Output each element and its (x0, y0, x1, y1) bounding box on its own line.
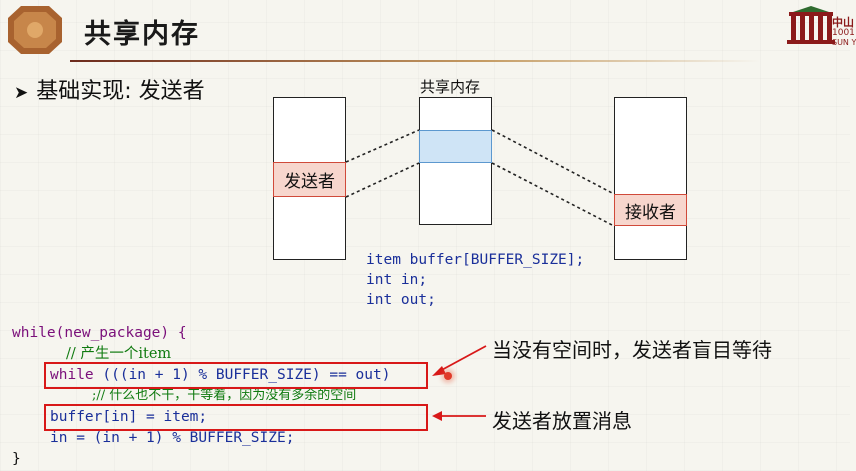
logo-text-name: 中山 (832, 16, 854, 29)
buffer-highlight-box (44, 404, 428, 431)
buffer-declaration: item buffer[BUFFER_SIZE]; int in; int ou… (366, 230, 584, 310)
receiver-memory-box (614, 97, 687, 260)
code-closing-brace: } (12, 451, 21, 467)
code-line-1-text: while(new_package) { (12, 325, 187, 341)
bullet-arrow-icon: ➤ (14, 83, 29, 103)
code-comment-produce: // 产生一个item (66, 346, 172, 362)
university-logo-icon (787, 6, 835, 44)
code-line-5: buffer[in] = item; (50, 407, 207, 427)
code-line-4: ;// 什么也不干，干等着，因为没有多余的空间 (92, 386, 356, 406)
receiver-cell: 接收者 (614, 194, 687, 226)
code-buffer-assign: buffer[in] = item; (50, 409, 208, 425)
sender-cell: 发送者 (273, 162, 346, 197)
decl-line-2: int in; (366, 272, 428, 288)
slide-header: 共享内存 中山 1001 SUN Y (0, 0, 856, 62)
shared-memory-cell (419, 130, 492, 163)
connector-sender-bottom (345, 162, 420, 198)
code-line-2: // 产生一个item (66, 344, 171, 364)
sender-label: 发送者 (284, 172, 335, 192)
annotation-busy-wait: 当没有空间时，发送者盲目等待 (492, 338, 772, 362)
code-comment-wait: ;// 什么也不干，干等着，因为没有多余的空间 (92, 388, 357, 403)
connector-receiver-bottom (491, 162, 615, 227)
octagon-badge-icon (8, 6, 62, 54)
laser-pointer-dot (444, 372, 452, 380)
slide-title: 共享内存 (84, 19, 200, 50)
code-while-condition: (((in + 1) % BUFFER_SIZE) == out) (93, 367, 391, 383)
annotation-place-message: 发送者放置消息 (492, 409, 632, 433)
arrow-place-message-head (432, 411, 442, 421)
decl-line-1: item buffer[BUFFER_SIZE]; (366, 252, 585, 268)
code-in-increment: in = (in + 1) % BUFFER_SIZE; (50, 430, 295, 446)
shared-memory-label: 共享内存 (420, 78, 481, 96)
decl-line-3: int out; (366, 292, 436, 308)
bullet-text: 基础实现: 发送者 (36, 79, 205, 104)
code-line-7: } (12, 449, 21, 469)
logo-text-english: SUN Y (832, 38, 856, 47)
arrow-busy-wait-head (432, 366, 446, 376)
connector-sender-top (345, 129, 420, 163)
title-underline (70, 60, 760, 62)
code-while-keyword: while (50, 367, 94, 383)
code-line-6: in = (in + 1) % BUFFER_SIZE; (50, 428, 294, 448)
receiver-label: 接收者 (625, 202, 676, 223)
code-line-1: while(new_package) { (12, 323, 187, 343)
code-line-3: while (((in + 1) % BUFFER_SIZE) == out) (50, 365, 390, 385)
arrow-busy-wait (437, 345, 487, 373)
while-highlight-box (44, 362, 428, 389)
connector-receiver-top (491, 129, 615, 195)
bullet-heading: ➤ 基础实现: 发送者 (14, 73, 205, 105)
logo-text-year: 1001 (832, 28, 855, 38)
